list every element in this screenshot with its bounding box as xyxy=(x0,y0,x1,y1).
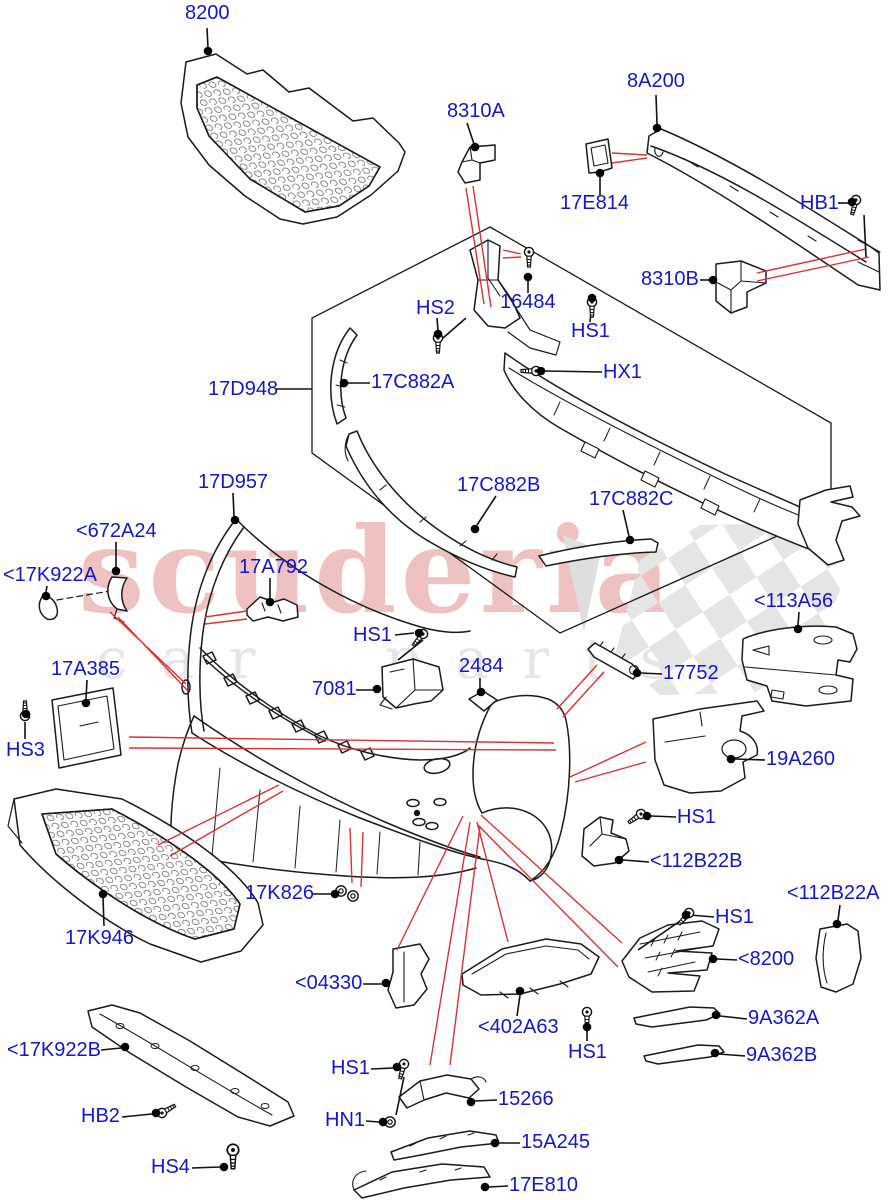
part-label-HS2[interactable]: HS2 xyxy=(416,297,455,319)
part-label-113A56[interactable]: <113A56 xyxy=(754,590,834,612)
part-label-8200[interactable]: 8200 xyxy=(185,2,230,24)
part-label-17K922B[interactable]: <17K922B xyxy=(7,1039,101,1061)
assembly-box-outline xyxy=(311,226,832,634)
part-label-112B22B[interactable]: <112B22B xyxy=(650,850,743,872)
part-label-HS4[interactable]: HS4 xyxy=(151,1156,190,1178)
drawing-clip-17K922A xyxy=(38,590,111,621)
drawing-trim-17C882C xyxy=(538,538,659,567)
drawing-bumper-beam-8A200 xyxy=(646,128,881,291)
part-label-17C882A[interactable]: 17C882A xyxy=(371,371,455,393)
part-label-8A200[interactable]: 8A200 xyxy=(627,70,685,92)
part-label-HS1-e[interactable]: HS1 xyxy=(568,1041,607,1063)
part-label-17A385[interactable]: 17A385 xyxy=(51,658,120,680)
drawing-bracket-04330 xyxy=(387,943,430,1009)
part-label-9A362A[interactable]: 9A362A xyxy=(748,1007,820,1029)
drawing-lower-grille-17K946 xyxy=(7,788,264,963)
part-label-9A362B[interactable]: 9A362B xyxy=(746,1044,818,1066)
part-label-17K922A[interactable]: <17K922A xyxy=(3,564,97,586)
drawing-bracket-17E814 xyxy=(585,138,613,174)
part-label-17K946[interactable]: 17K946 xyxy=(65,927,134,949)
part-label-17K826[interactable]: 17K826 xyxy=(245,882,314,904)
part-label-17D957[interactable]: 17D957 xyxy=(198,471,269,493)
drawing-fog-bezel-8200 xyxy=(621,920,720,993)
part-label-HS1-a[interactable]: HS1 xyxy=(571,320,610,342)
part-label-17A792[interactable]: 17A792 xyxy=(239,556,308,578)
part-label-16484[interactable]: 16484 xyxy=(500,291,556,313)
part-label-17C882B[interactable]: 17C882B xyxy=(457,474,541,496)
red-pointer-lines xyxy=(109,152,870,1066)
drawing-bracket-7081 xyxy=(379,658,444,710)
part-label-402A63[interactable]: <402A63 xyxy=(478,1016,559,1038)
drawing-bracket-15266 xyxy=(398,1074,487,1109)
part-label-2484[interactable]: 2484 xyxy=(459,655,504,677)
part-label-8310A[interactable]: 8310A xyxy=(447,100,505,122)
drawing-closing-panel-17K922B xyxy=(87,1004,295,1127)
part-label-HS1-f[interactable]: HS1 xyxy=(331,1057,370,1079)
part-label-17C882C[interactable]: 17C882C xyxy=(589,488,674,510)
drawing-bracket-113A56 xyxy=(741,625,858,707)
part-label-112B22A[interactable]: <112B22A xyxy=(787,882,880,904)
part-label-17752[interactable]: 17752 xyxy=(663,662,719,684)
drawing-trim-17C882B xyxy=(344,430,518,578)
drawing-bumper-cover-17D957 xyxy=(170,518,571,882)
drawing-bracket-672A24 xyxy=(107,576,128,623)
leader-lines xyxy=(24,27,867,1188)
drawing-bracket-8310B xyxy=(715,260,767,314)
part-label-HN1[interactable]: HN1 xyxy=(325,1109,366,1131)
drawing-bracket-8310A xyxy=(457,144,496,184)
drawing-plate-bracket-17A385 xyxy=(51,687,122,769)
part-label-672A24[interactable]: <672A24 xyxy=(76,520,157,542)
drawing-trim-17E810 xyxy=(352,1163,491,1199)
part-label-8310B[interactable]: 8310B xyxy=(641,268,699,290)
drawing-closing-panel-19A260 xyxy=(652,700,765,794)
leader-dots xyxy=(21,46,857,1192)
part-label-17D948[interactable]: 17D948 xyxy=(208,378,279,400)
drawing-frame-17D948 xyxy=(503,352,861,566)
part-label-17E810[interactable]: 17E810 xyxy=(509,1174,578,1196)
part-label-HB1[interactable]: HB1 xyxy=(800,192,839,214)
part-label-8200-insert[interactable]: <8200 xyxy=(738,948,795,970)
part-label-HB2[interactable]: HB2 xyxy=(81,1105,120,1127)
part-label-HS1-d[interactable]: HS1 xyxy=(715,906,754,928)
part-label-HS1-b[interactable]: HS1 xyxy=(353,624,392,646)
drawing-bracket-17A792 xyxy=(246,596,299,622)
part-label-15A245[interactable]: 15A245 xyxy=(521,1131,590,1153)
part-label-15266[interactable]: 15266 xyxy=(498,1088,554,1110)
part-label-HS1-c[interactable]: HS1 xyxy=(677,806,716,828)
drawing-panel-112B22A xyxy=(815,923,862,993)
part-label-19A260[interactable]: 19A260 xyxy=(766,748,835,770)
drawing-bracket-112B22B xyxy=(581,816,630,867)
part-label-HS3[interactable]: HS3 xyxy=(6,739,45,761)
drawing-grille-8200 xyxy=(180,53,406,225)
part-label-04330[interactable]: <04330 xyxy=(295,972,363,994)
part-label-HX1[interactable]: HX1 xyxy=(603,361,642,383)
part-label-7081[interactable]: 7081 xyxy=(312,678,357,700)
drawing-skid-shield-402A63 xyxy=(461,938,600,999)
part-label-17E814[interactable]: 17E814 xyxy=(560,192,629,214)
drawing-frame-bracket-top xyxy=(469,239,561,356)
